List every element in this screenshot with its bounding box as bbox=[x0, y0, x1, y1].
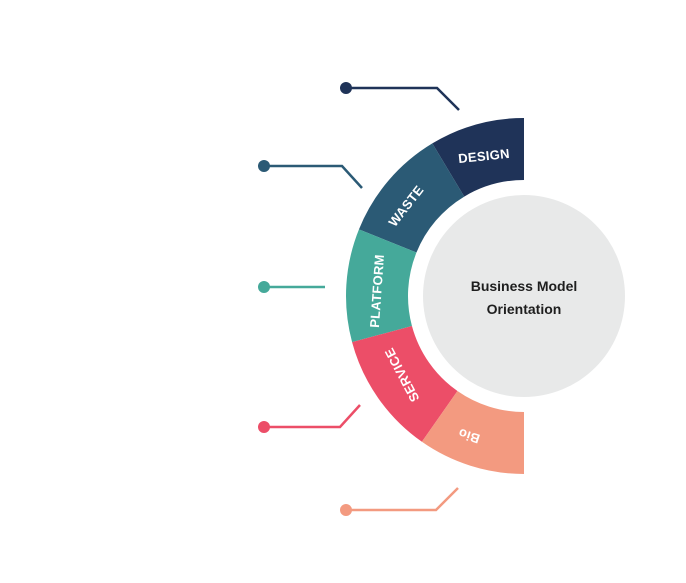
leader-bio bbox=[340, 487, 459, 516]
leader-service-line bbox=[264, 404, 361, 429]
leader-design bbox=[340, 82, 460, 111]
leader-waste-line bbox=[264, 164, 363, 189]
ring-segments bbox=[346, 118, 524, 474]
center-circle bbox=[423, 195, 625, 397]
segment-label-bio: Bio bbox=[456, 425, 481, 446]
leader-service-dot bbox=[258, 421, 270, 433]
leader-bio-line bbox=[346, 487, 459, 512]
leader-platform bbox=[258, 281, 325, 293]
leader-waste-dot bbox=[258, 160, 270, 172]
ring-segment-bio bbox=[421, 391, 524, 474]
leader-platform-dot bbox=[258, 281, 270, 293]
center-title-line2: Orientation bbox=[487, 301, 562, 317]
ring-segment-service bbox=[352, 326, 458, 442]
segment-label-design: DESIGN bbox=[458, 146, 511, 166]
ring-segment-platform bbox=[346, 229, 417, 343]
ring-segment-waste bbox=[358, 143, 465, 253]
leader-waste bbox=[258, 160, 363, 189]
leader-service bbox=[258, 404, 361, 433]
leader-bio-dot bbox=[340, 504, 352, 516]
segment-label-platform: PLATFORM bbox=[367, 254, 387, 329]
ring-segment-design bbox=[432, 118, 524, 197]
leader-design-dot bbox=[340, 82, 352, 94]
center-title-line1: Business Model bbox=[471, 278, 578, 294]
leader-lines bbox=[258, 82, 460, 516]
leader-design-line bbox=[346, 86, 460, 111]
